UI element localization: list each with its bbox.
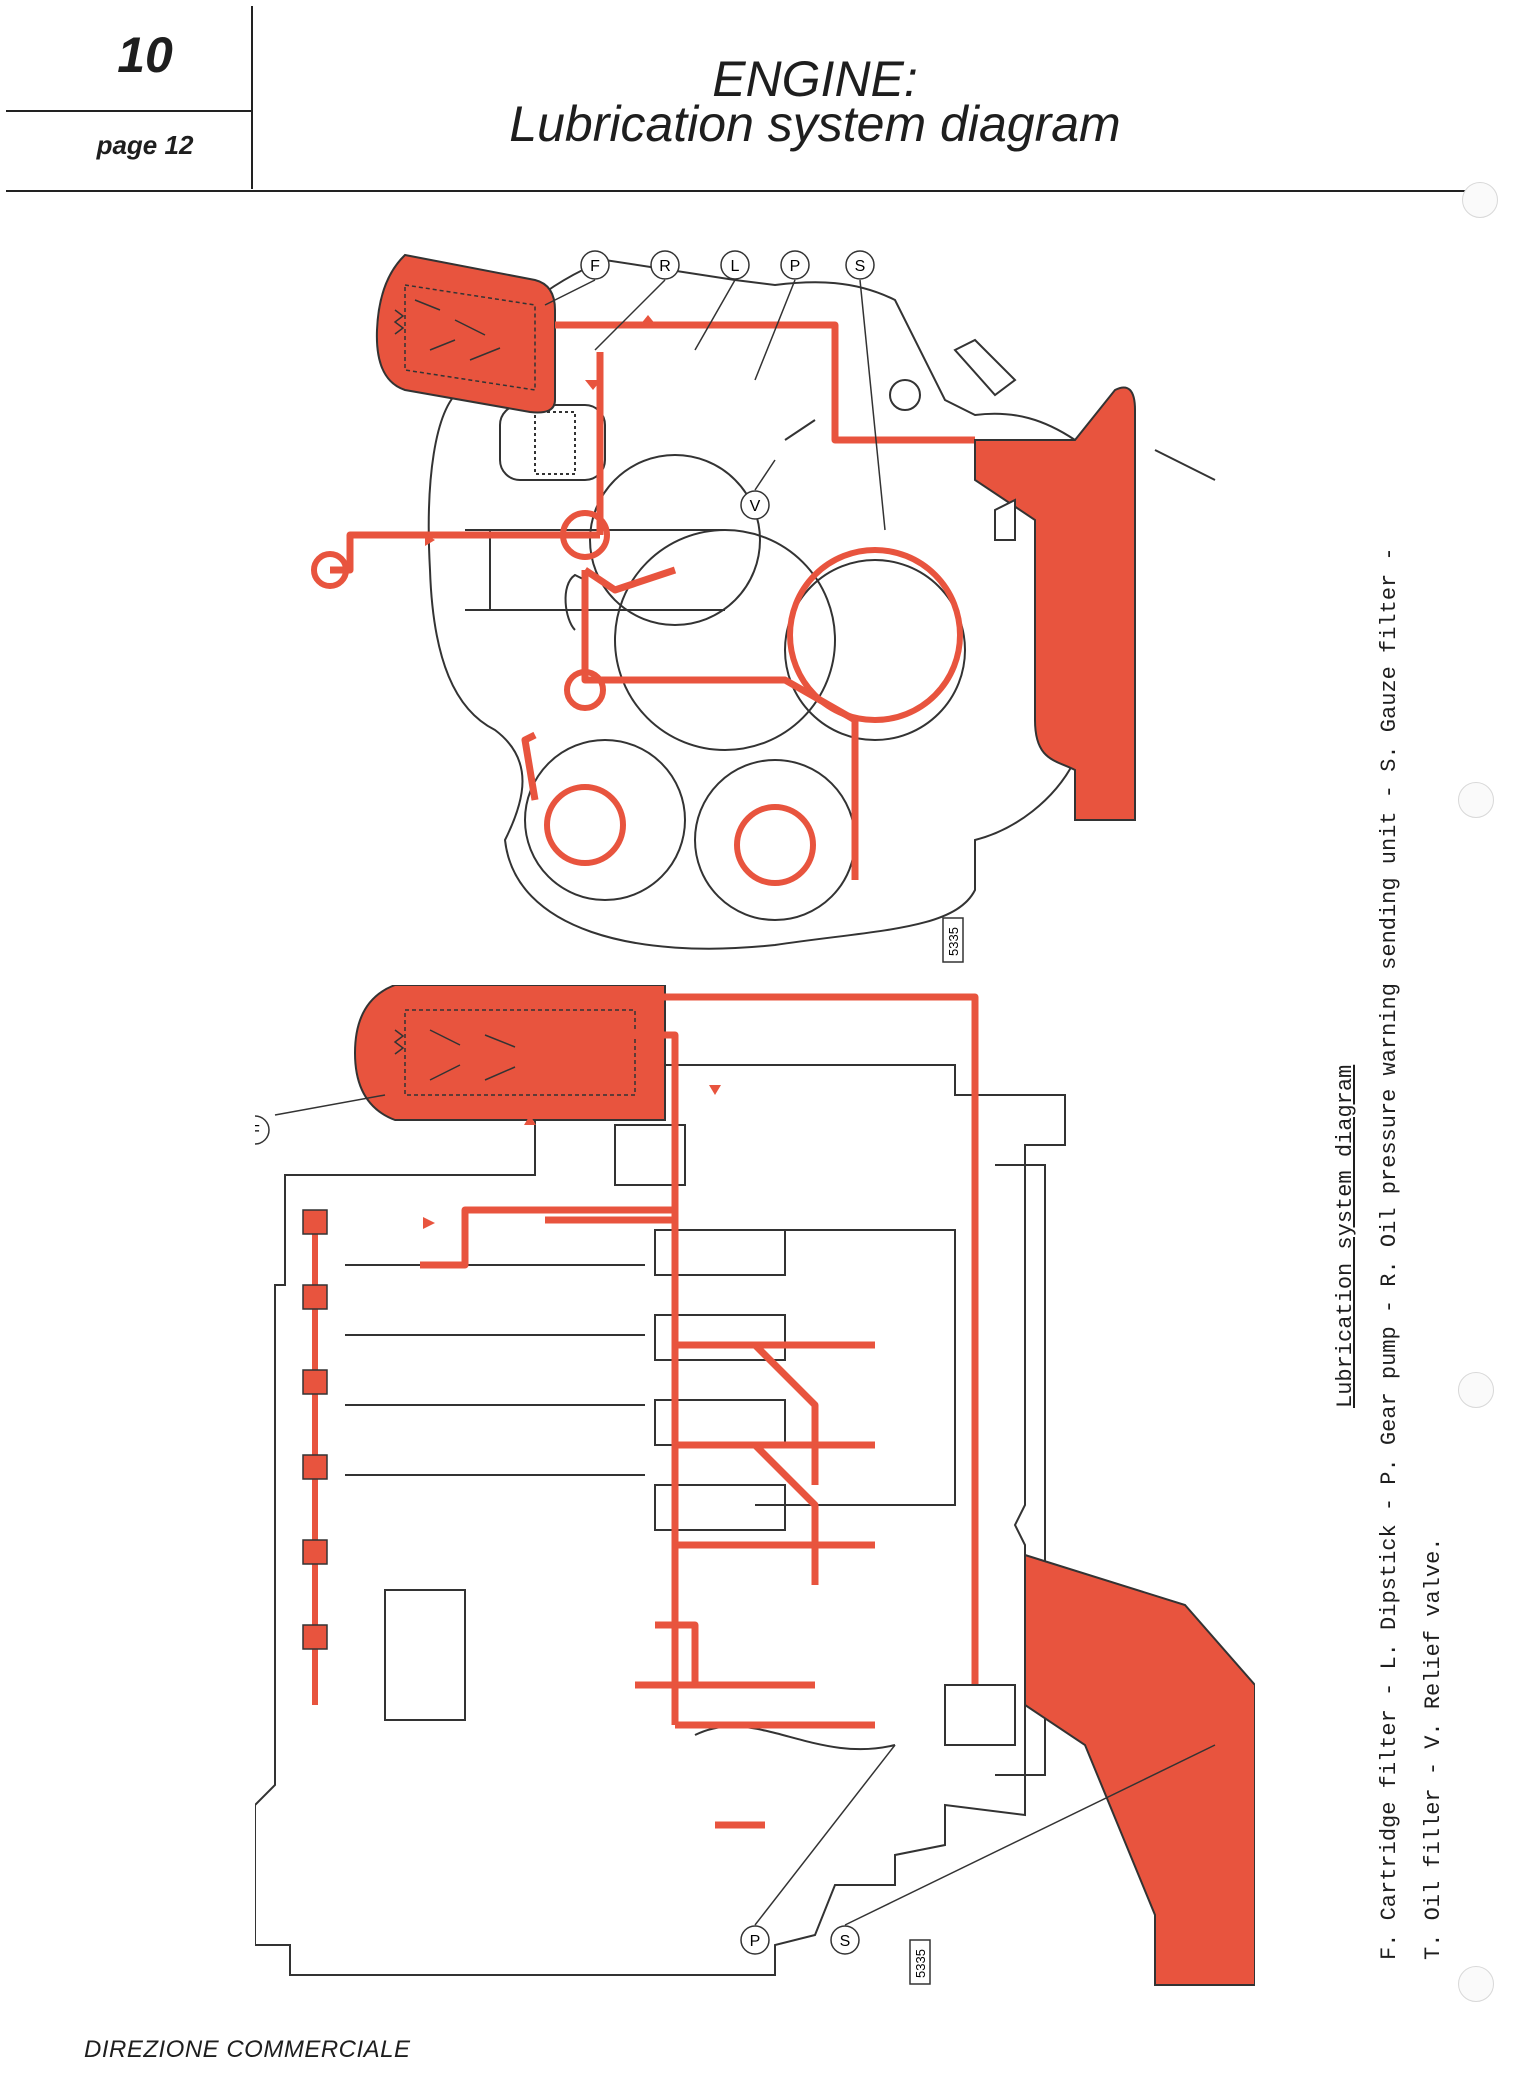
page-title-line-2: Lubrication system diagram <box>509 96 1121 152</box>
page-title-line-1: ENGINE: <box>712 51 918 107</box>
chapter-number: 10 <box>117 27 173 83</box>
lubrication-diagram-transverse-view: T F P S 5335 <box>255 985 1255 1986</box>
svg-text:S: S <box>855 258 866 275</box>
caption: Lubrication system diagram F. Cartridge … <box>1325 380 1495 1960</box>
svg-text:V: V <box>750 498 761 515</box>
svg-text:5335: 5335 <box>913 1949 928 1978</box>
callout-P: P <box>740 1925 770 1955</box>
svg-text:F: F <box>590 258 600 275</box>
callout-V: V <box>740 490 770 520</box>
callout-R: R <box>650 250 680 280</box>
caption-title: Lubrication system diagram <box>1333 1064 1358 1408</box>
punch-hole <box>1458 1372 1494 1408</box>
svg-text:P: P <box>790 258 801 275</box>
callout-F: F <box>580 250 610 280</box>
svg-text:5335: 5335 <box>946 927 961 956</box>
svg-text:R: R <box>659 258 671 275</box>
svg-text:F: F <box>255 1123 260 1140</box>
punch-hole <box>1458 782 1494 818</box>
punch-hole <box>1462 182 1498 218</box>
svg-text:L: L <box>731 258 740 275</box>
page-number: page 12 <box>96 130 194 160</box>
caption-legend-line-1: F. Cartridge filter - L. Dipstick - P. G… <box>1377 547 1402 1960</box>
callout-S: S <box>845 250 875 280</box>
caption-legend-line-2: T. Oil filler - V. Relief valve. <box>1421 1537 1446 1960</box>
header-rule <box>6 190 1486 192</box>
lubrication-diagram-side-view: F R L P S T V 5335 <box>311 250 1216 963</box>
footer-department: DIREZIONE COMMERCIALE <box>84 2036 411 2063</box>
callout-S: S <box>830 1925 860 1955</box>
callout-L: L <box>720 250 750 280</box>
caption-container: Lubrication system diagram F. Cartridge … <box>1325 380 1495 1960</box>
header-separator <box>6 110 251 112</box>
punch-hole <box>1458 1966 1494 2002</box>
header-box <box>6 6 253 189</box>
reference-number: 5335 <box>909 1939 931 1985</box>
svg-text:P: P <box>750 1933 761 1950</box>
svg-text:S: S <box>840 1933 851 1950</box>
callout-P: P <box>780 250 810 280</box>
reference-number: 5335 <box>942 917 964 963</box>
callout-F: F <box>255 1115 270 1145</box>
